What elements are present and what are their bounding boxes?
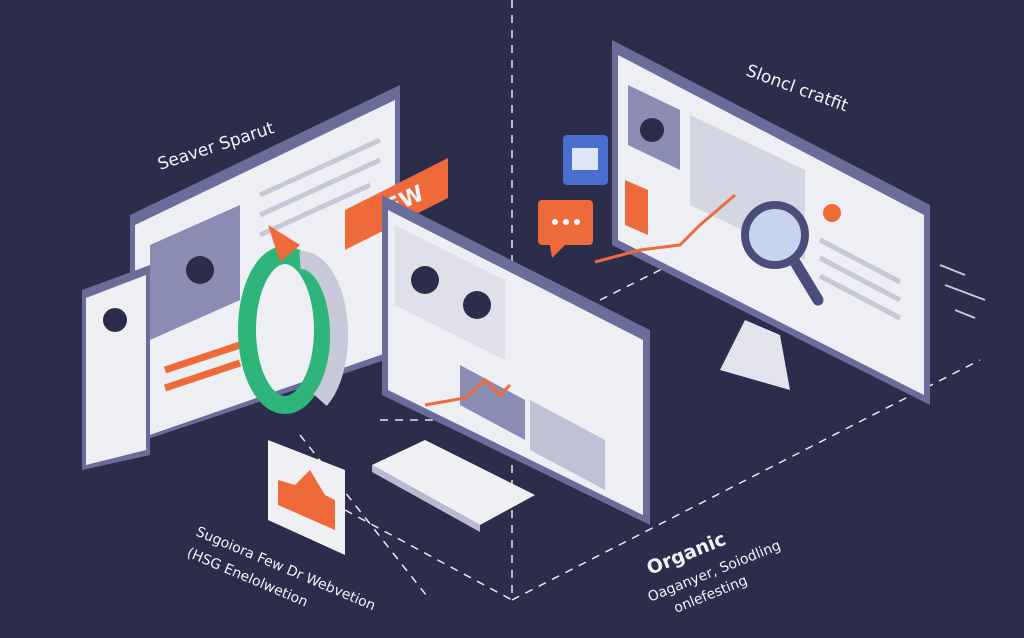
- avatar-icon: [640, 118, 664, 142]
- avatar-icon: [411, 266, 439, 294]
- speed-lines: [939, 264, 986, 319]
- small-left-window: [82, 265, 150, 470]
- chart-card-icon: [268, 440, 345, 555]
- magnifier-icon: [741, 201, 824, 306]
- speech-bubble-icon: [538, 135, 608, 258]
- monitor-stand: [720, 320, 790, 390]
- avatar-icon: [823, 204, 841, 222]
- right-panel-title: Sloncl cratfit: [743, 61, 851, 116]
- avatar-icon: [103, 308, 127, 332]
- trend-arrow-icon: [594, 193, 736, 264]
- avatar-icon: [186, 256, 214, 284]
- refresh-ring-icon: [238, 225, 349, 414]
- keyboard-icon: [372, 440, 535, 532]
- center-browser-window: [382, 195, 650, 525]
- avatar-icon: [463, 291, 491, 319]
- trend-arrow-icon: [424, 377, 512, 407]
